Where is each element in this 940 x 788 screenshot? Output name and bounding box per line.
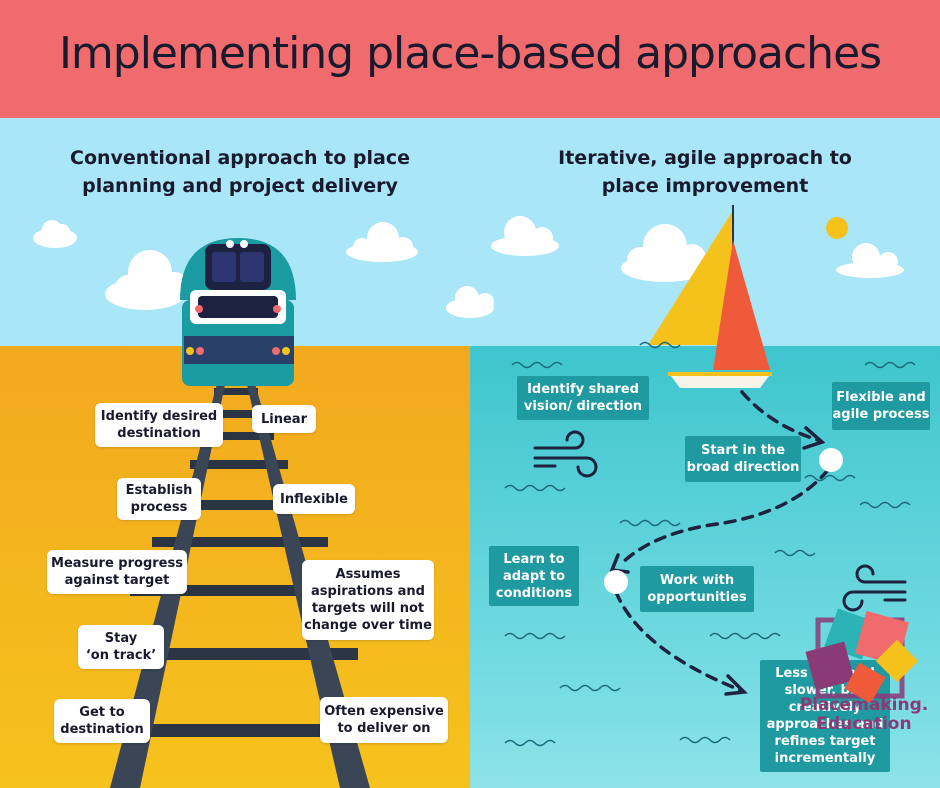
- label-text: Assumes: [335, 567, 401, 582]
- label-text: conditions: [495, 585, 573, 601]
- label-measure-progress: Measure progress against target: [47, 550, 187, 594]
- left-heading-line2: planning and project delivery: [82, 175, 398, 197]
- sun-icon: [826, 217, 848, 239]
- cloud-icon: [105, 250, 189, 310]
- label-text: adapt to: [502, 568, 566, 584]
- label-text: destination: [117, 426, 201, 441]
- wind-icon: [842, 564, 907, 612]
- label-text: Often expensive: [324, 704, 444, 719]
- label-linear: Linear: [252, 405, 316, 433]
- label-text: Measure progress: [51, 556, 183, 571]
- train-icon: [180, 238, 296, 386]
- label-text: broad direction: [686, 460, 800, 475]
- label-text: agile process: [832, 407, 930, 422]
- arrowhead-icon: [609, 426, 826, 696]
- label-text: Inflexible: [280, 491, 348, 507]
- label-identify-shared-vision: Identify shared vision/ direction: [517, 376, 649, 420]
- label-text: targets will not: [311, 601, 425, 616]
- logo-line: Placemaking.: [799, 695, 929, 715]
- label-assumes: Assumes aspirations and targets will not…: [302, 560, 434, 640]
- label-text: refines target: [774, 734, 876, 749]
- label-text: Linear: [261, 411, 307, 427]
- right-heading: Iterative, agile approach to place impro…: [490, 144, 920, 200]
- waypoint-icon: [604, 570, 628, 594]
- label-start-broad-direction: Start in the broad direction: [685, 436, 801, 482]
- waves-icon: [504, 341, 916, 747]
- logo-line: Education: [816, 714, 912, 734]
- wind-icon: [533, 430, 598, 478]
- label-text: incrementally: [774, 751, 876, 766]
- path-line: [614, 390, 830, 692]
- page-title: Implementing place-based approaches: [58, 28, 882, 79]
- left-heading: Conventional approach to place planning …: [20, 144, 460, 200]
- label-text: Stay: [104, 631, 138, 646]
- label-text: to deliver on: [337, 721, 431, 736]
- label-often-expensive: Often expensive to deliver on: [320, 697, 448, 743]
- label-identify-destination: Identify desired destination: [95, 403, 223, 447]
- label-text: destination: [60, 722, 144, 737]
- label-text: opportunities: [647, 590, 747, 605]
- label-text: Identify shared: [527, 382, 639, 397]
- right-heading-line2: place improvement: [601, 175, 809, 197]
- label-text: Establish: [125, 483, 193, 498]
- cloud-icon: [446, 286, 494, 318]
- label-text: approaches and: [766, 717, 884, 732]
- label-text: Flexible and: [836, 390, 926, 405]
- label-text: Learn to: [503, 551, 565, 567]
- label-text: aspirations and: [311, 584, 425, 599]
- label-text: ‘on track’: [85, 648, 157, 663]
- logo-text: Placemaking. Education: [794, 696, 934, 734]
- label-work-with-opportunities: Work with opportunities: [640, 566, 754, 612]
- cloud-icon: [33, 220, 77, 248]
- label-text: change over time: [304, 618, 432, 633]
- label-learn-to-adapt: Learn to adapt to conditions: [489, 546, 579, 606]
- label-flexible-agile: Flexible and agile process: [832, 382, 930, 430]
- left-heading-line1: Conventional approach to place: [70, 147, 410, 169]
- label-text: Get to: [79, 705, 125, 720]
- cloud-icon: [491, 216, 559, 256]
- label-establish-process: Establish process: [117, 478, 201, 520]
- sailboat-icon: [648, 205, 772, 388]
- label-get-to-destination: Get to destination: [54, 699, 150, 743]
- label-text: against target: [64, 573, 170, 588]
- right-heading-line1: Iterative, agile approach to: [558, 147, 852, 169]
- label-text: Start in the: [700, 443, 786, 458]
- label-stay-on-track: Stay ‘on track’: [78, 625, 164, 669]
- label-text: vision/ direction: [523, 399, 643, 414]
- cloud-icon: [346, 222, 418, 262]
- waypoint-icon: [819, 448, 843, 472]
- label-text: process: [130, 500, 188, 515]
- cloud-icon: [836, 243, 904, 278]
- label-text: creatively: [788, 700, 862, 715]
- title-banner: Implementing place-based approaches: [0, 0, 940, 118]
- placemaking-logo-icon: [805, 608, 919, 704]
- label-inflexible: Inflexible: [273, 484, 355, 514]
- label-text: Identify desired: [100, 409, 218, 424]
- label-text: Work with: [659, 573, 735, 588]
